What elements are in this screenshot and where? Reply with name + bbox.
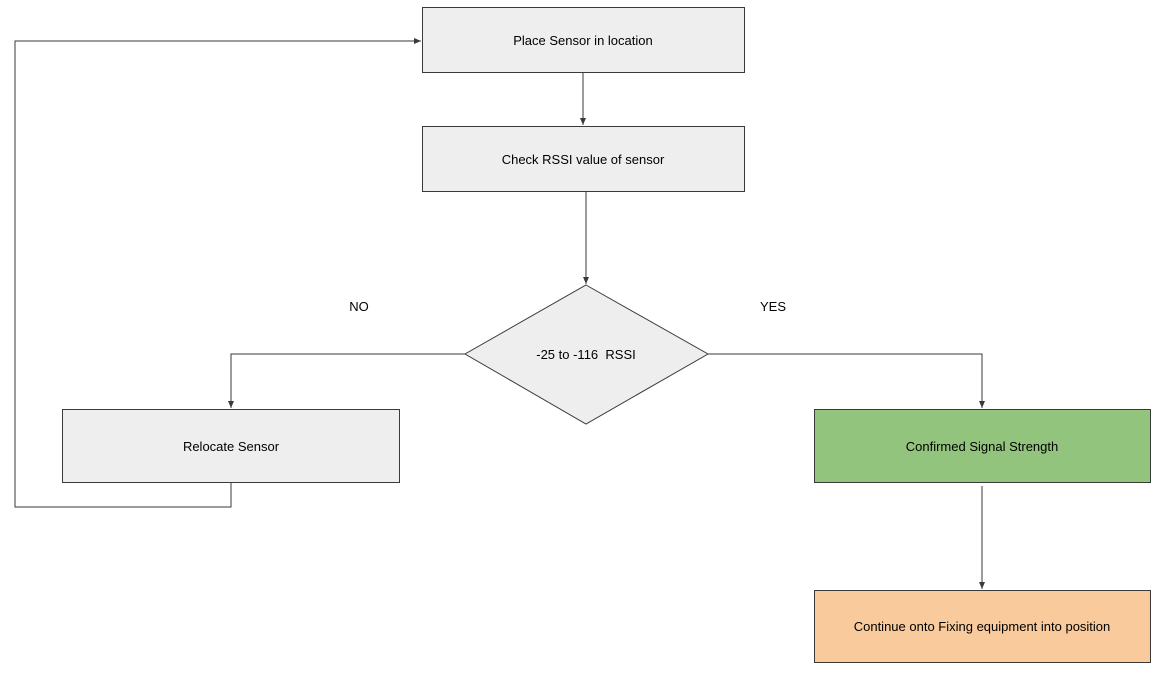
edge-decision-no-to-relocate — [228, 353, 465, 408]
node-confirmed-signal: Confirmed Signal Strength — [814, 409, 1151, 483]
node-place-sensor-box — [422, 7, 745, 73]
no-branch-label: NO — [349, 299, 369, 314]
node-place-sensor-label: Place Sensor in location — [513, 33, 652, 48]
node-continue-fixing-label: Continue onto Fixing equipment into posi… — [854, 619, 1111, 634]
node-relocate-sensor: Relocate Sensor — [62, 409, 400, 483]
edge-decision-yes-to-confirmed — [708, 353, 985, 408]
node-continue-fixing: Continue onto Fixing equipment into posi… — [814, 590, 1151, 663]
node-continue-fixing-box — [814, 590, 1151, 663]
yes-branch-label: YES — [760, 299, 786, 314]
node-decision-diamond — [463, 284, 710, 425]
node-check-rssi-box — [422, 126, 745, 192]
node-confirmed-signal-box — [814, 409, 1151, 483]
node-decision: -25 to -116 RSSI — [463, 284, 710, 425]
edge-relocate-loop-to-place — [14, 38, 421, 508]
node-place-sensor: Place Sensor in location — [422, 7, 745, 73]
node-check-rssi: Check RSSI value of sensor — [422, 126, 745, 192]
node-relocate-sensor-label: Relocate Sensor — [183, 439, 280, 454]
node-relocate-sensor-box — [62, 409, 400, 483]
node-check-rssi-label: Check RSSI value of sensor — [502, 152, 665, 167]
node-confirmed-signal-label: Confirmed Signal Strength — [906, 439, 1058, 454]
node-decision-label: -25 to -116 RSSI — [536, 347, 635, 362]
